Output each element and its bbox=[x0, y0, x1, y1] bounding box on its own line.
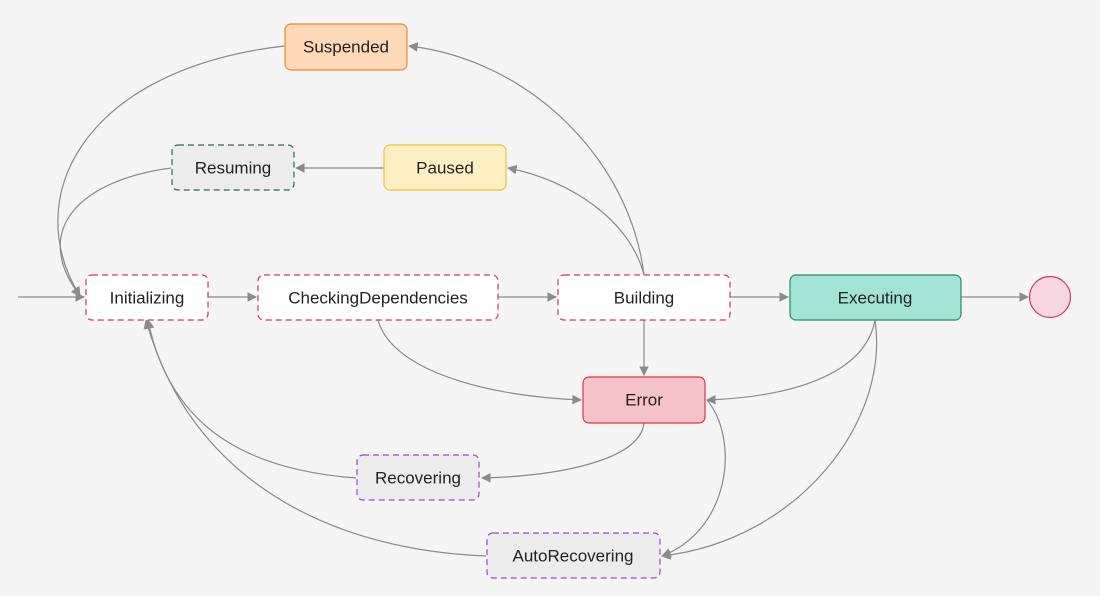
state-label: Building bbox=[614, 289, 675, 308]
edge-error-to-recovering bbox=[481, 422, 645, 483]
state-label: Paused bbox=[416, 159, 474, 178]
state-label: Recovering bbox=[375, 469, 461, 488]
state-building: Building bbox=[557, 274, 731, 321]
state-paused: Paused bbox=[383, 144, 507, 191]
state-executing: Executing bbox=[789, 274, 962, 321]
transitions bbox=[18, 42, 1029, 560]
state-recovering: Recovering bbox=[356, 454, 480, 501]
state-suspended: Suspended bbox=[284, 23, 408, 71]
state-label: CheckingDependencies bbox=[288, 289, 468, 308]
edge-autorecovering-to-initializing bbox=[143, 319, 487, 557]
edge-error-to-autorecovering bbox=[661, 399, 726, 558]
edge-executing-to-error bbox=[706, 319, 876, 405]
state-initializing: Initializing bbox=[85, 274, 209, 321]
state-label: Resuming bbox=[195, 159, 272, 178]
state-checking-dependencies: CheckingDependencies bbox=[257, 274, 499, 321]
state-label: Executing bbox=[838, 289, 913, 308]
state-autorecovering: AutoRecovering bbox=[486, 532, 661, 579]
state-label: Initializing bbox=[110, 289, 185, 308]
edge-resuming-to-initializing bbox=[59, 167, 172, 297]
state-resuming: Resuming bbox=[171, 144, 295, 191]
edge-suspended-to-initializing bbox=[57, 45, 285, 297]
edge-building-to-paused bbox=[507, 164, 645, 276]
state-end bbox=[1028, 275, 1072, 319]
state-label: Suspended bbox=[303, 38, 389, 57]
state-label: Error bbox=[625, 391, 663, 410]
edge-checking-to-error bbox=[377, 319, 582, 405]
edge-building-to-suspended bbox=[408, 42, 645, 276]
state-label: AutoRecovering bbox=[513, 547, 634, 566]
state-error: Error bbox=[582, 376, 706, 424]
edge-executing-to-autorecovering bbox=[661, 319, 878, 560]
